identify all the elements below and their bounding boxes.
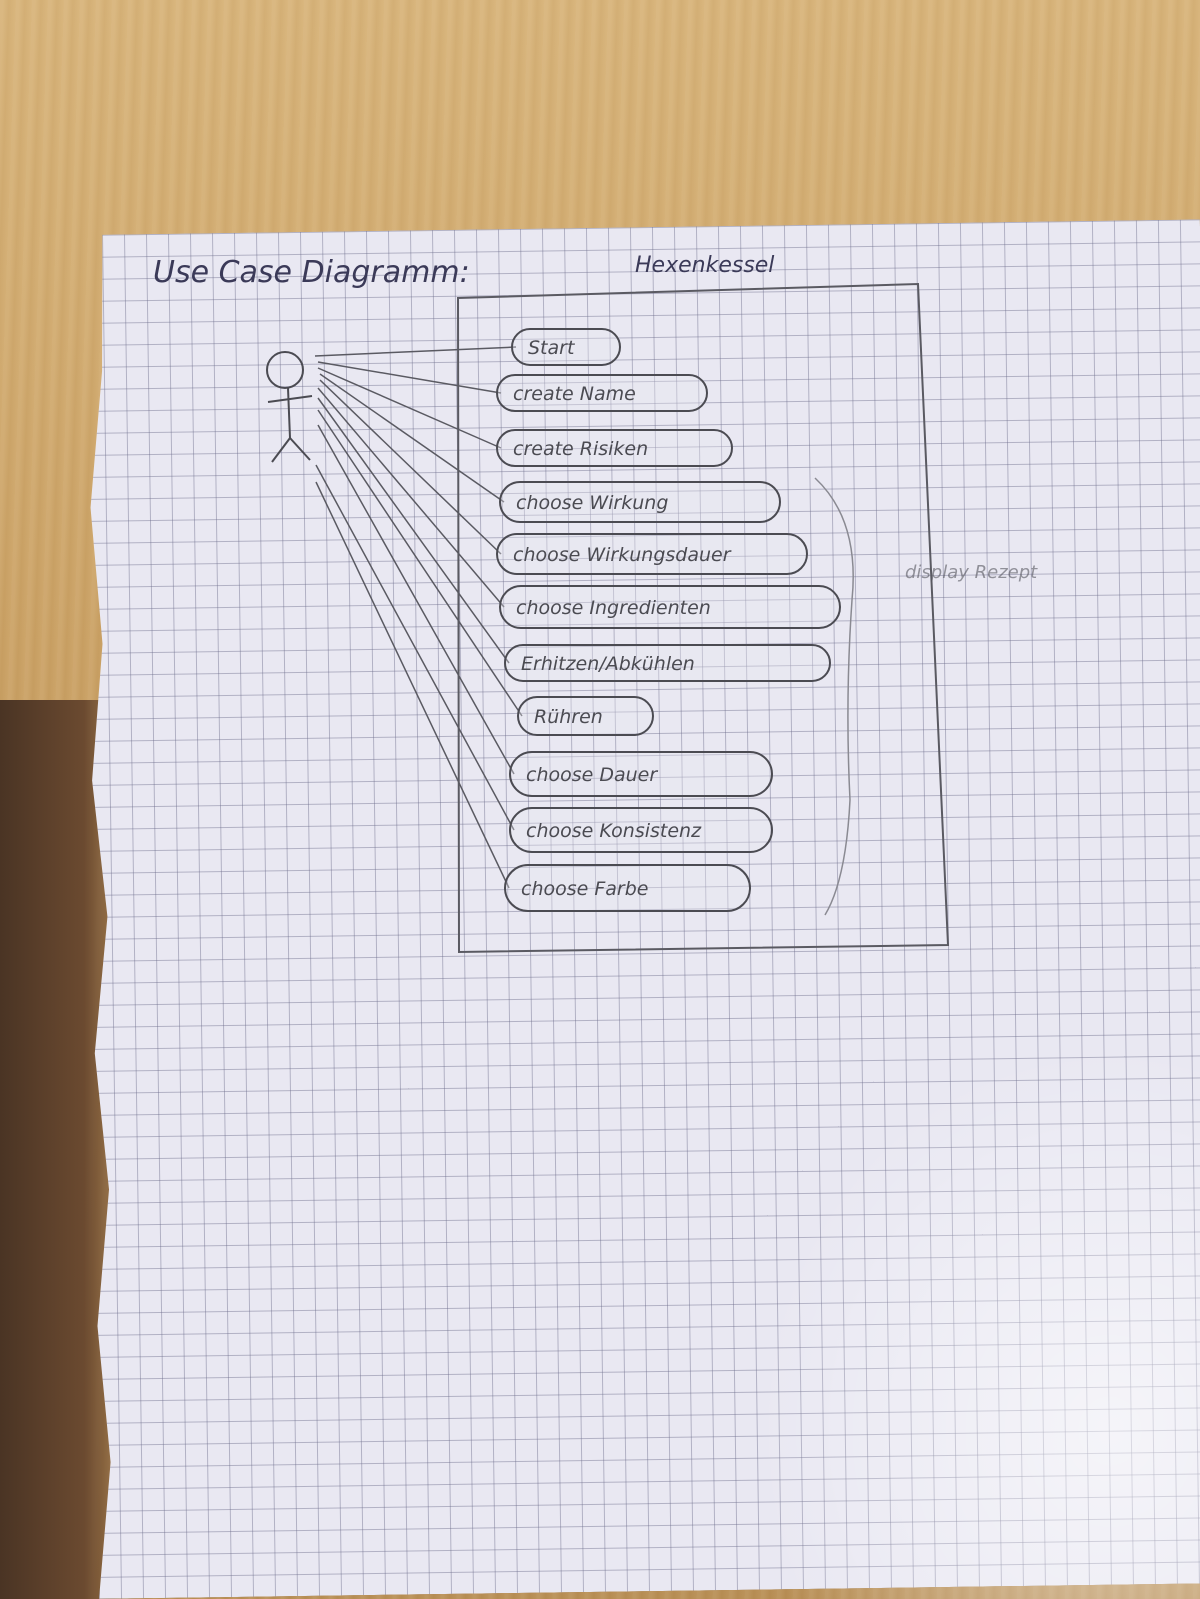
use-case-oval <box>504 864 751 912</box>
use-case: choose Wirkung <box>499 481 781 523</box>
use-case-oval <box>496 429 733 467</box>
use-case: choose Konsistenz <box>509 807 773 853</box>
association-line <box>317 397 510 664</box>
diagram-heading: Use Case Diagramm: <box>153 255 470 290</box>
use-case: Start <box>511 328 621 366</box>
use-case-oval <box>499 481 781 523</box>
association-line <box>317 424 515 775</box>
use-case-oval <box>499 585 841 629</box>
use-case: choose Wirkungsdauer <box>496 533 808 575</box>
use-case-oval <box>509 807 773 853</box>
use-case: Rühren <box>517 696 654 736</box>
association-lines <box>314 346 523 889</box>
association-line <box>317 361 502 394</box>
use-case-label: Start <box>528 337 576 359</box>
use-case: choose Dauer <box>509 751 773 797</box>
use-case-label: create Risiken <box>513 438 648 460</box>
use-case: create Name <box>496 374 708 412</box>
use-case-oval <box>509 751 773 797</box>
use-case-oval <box>517 696 654 736</box>
association-line <box>317 409 523 717</box>
use-case: choose Ingredienten <box>499 585 841 629</box>
association-line <box>317 367 502 449</box>
association-line <box>319 379 502 555</box>
association-line <box>315 464 515 831</box>
use-case-label: choose Wirkung <box>516 492 668 514</box>
use-cases: Start create Name create Risiken choose Wir… <box>496 328 841 912</box>
association-line <box>314 346 517 357</box>
use-case-label: choose Wirkungsdauer <box>513 544 732 566</box>
association-line <box>315 481 510 889</box>
use-case-label: Rühren <box>534 706 603 728</box>
side-brace <box>814 477 854 916</box>
use-case-label: choose Ingredienten <box>516 597 711 619</box>
use-case: create Risiken <box>496 429 733 467</box>
use-case-label: choose Farbe <box>521 878 649 900</box>
use-case-oval <box>496 533 808 575</box>
association-line <box>319 373 505 503</box>
side-note: display Rezept <box>905 562 1038 583</box>
system-boundary <box>456 282 950 954</box>
use-case-oval <box>511 328 621 366</box>
use-case-label: Erhitzen/Abkühlen <box>521 653 695 675</box>
use-case: choose Farbe <box>504 864 751 912</box>
use-case-oval <box>504 644 831 682</box>
association-line <box>317 387 505 608</box>
use-case-label: choose Konsistenz <box>526 820 702 842</box>
use-case-label: create Name <box>513 383 636 405</box>
use-case-label: choose Dauer <box>526 764 658 786</box>
use-case-oval <box>496 374 708 412</box>
use-case: Erhitzen/Abkühlen <box>504 644 831 682</box>
actor-stick-figure <box>266 351 313 463</box>
system-name: Hexenkessel <box>635 253 774 278</box>
